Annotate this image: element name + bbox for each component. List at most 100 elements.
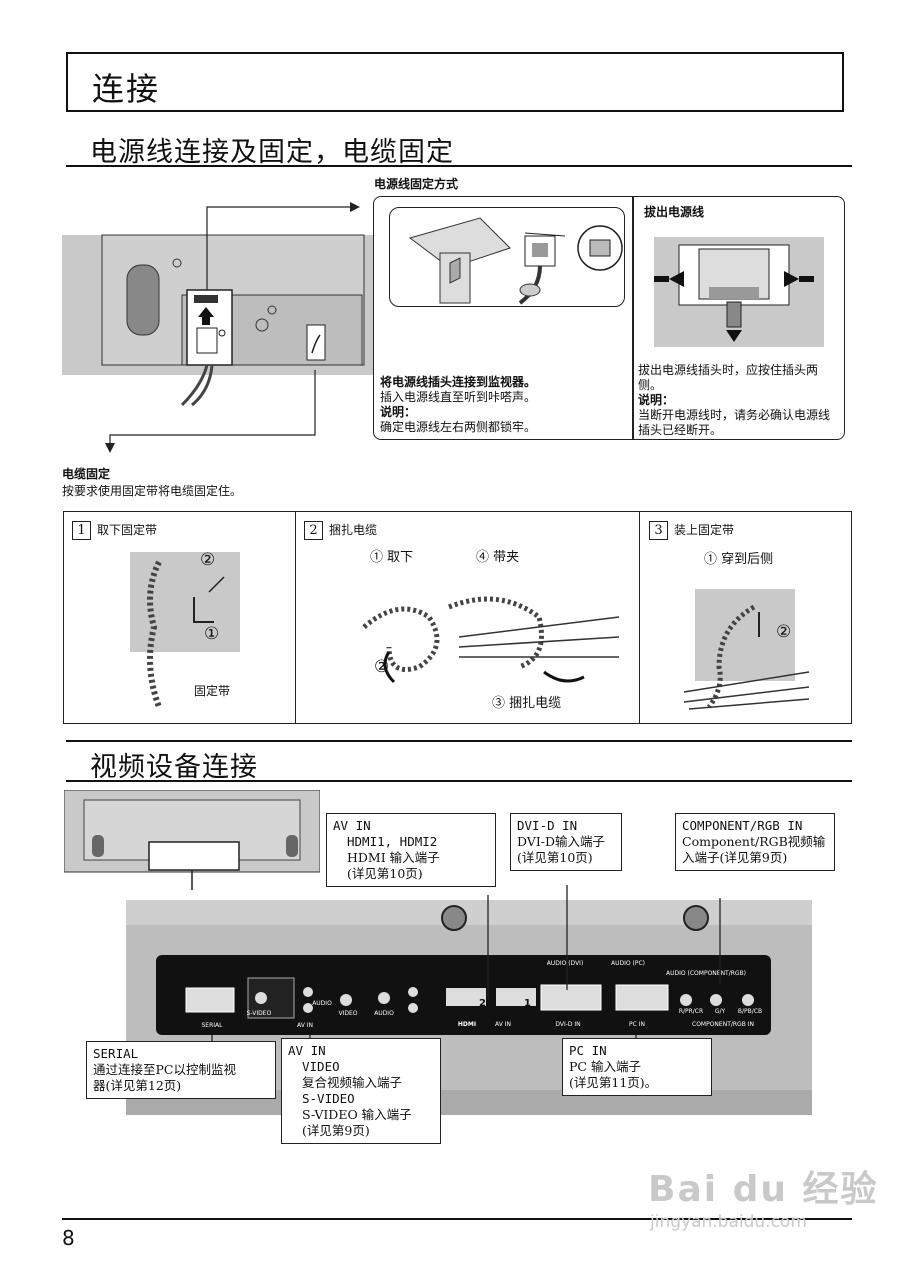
step-label: 捆扎电缆 xyxy=(329,523,378,537)
callout-line: S-VIDEO xyxy=(302,1091,355,1106)
pr-label: R/PR/CR xyxy=(678,1008,704,1015)
audio-port-label: AUDIO xyxy=(374,1010,394,1017)
pb-label: B/PB/CB xyxy=(737,1008,763,1015)
page-number: 8 xyxy=(62,1226,75,1250)
audio-component-label: AUDIO (COMPONENT/RGB) xyxy=(666,970,747,977)
callout-serial: SERIAL 通过连接至PC以控制监视 器(详见第12页) xyxy=(86,1041,276,1099)
bundle-label: ③ 捆扎电缆 xyxy=(492,696,562,711)
footer-rule xyxy=(62,1218,852,1220)
remove-label: ① 取下 xyxy=(370,550,414,565)
callout-line: DVI-D输入端子 xyxy=(517,834,606,849)
step-divider xyxy=(639,512,640,724)
unplug-text: 拔出电源线插头时，应按住插头两侧。 xyxy=(638,363,819,392)
circle-2: ② xyxy=(200,550,216,570)
step-number: 2 xyxy=(304,521,323,540)
section-title-video: 视频设备连接 xyxy=(90,752,258,783)
callout-line: HDMI 输入端子 xyxy=(347,850,440,865)
component-in-label: COMPONENT/RGB IN xyxy=(692,1021,754,1028)
callout-component: COMPONENT/RGB IN Component/RGB视频输 入端子(详见… xyxy=(675,813,835,871)
unplug-instructions: 拔出电源线插头时，应按住插头两侧。 说明： 当断开电源线时，请务必确认电源线插头… xyxy=(638,363,838,438)
step-2-header: 2 捆扎电缆 xyxy=(304,521,377,540)
callout-av-in-hdmi: AV IN HDMI1, HDMI2 HDMI 输入端子 (详见第10页) xyxy=(326,813,496,887)
callout-line: PC 输入端子 xyxy=(569,1059,641,1074)
circle-1: ① xyxy=(204,624,220,644)
clip-label: ④ 带夹 xyxy=(476,550,520,565)
callout-av-in-video: AV IN VIDEO 复合视频输入端子 S-VIDEO S-VIDEO 输入端… xyxy=(281,1038,441,1144)
step-label: 装上固定带 xyxy=(674,523,735,537)
hdmi-logo: HDMI xyxy=(457,1021,477,1028)
step-number: 1 xyxy=(72,521,91,540)
unplug-illustration xyxy=(654,237,824,347)
step-2-illustration xyxy=(362,596,620,684)
step-3-illustration xyxy=(683,589,810,710)
svideo-port-label: S-VIDEO xyxy=(246,1010,272,1017)
step-divider xyxy=(295,512,296,724)
callout-pc: PC IN PC 输入端子 (详见第11页)。 xyxy=(562,1038,712,1096)
section-rule xyxy=(66,780,852,782)
callout-line: (详见第11页)。 xyxy=(569,1075,658,1090)
connect-heading: 将电源线插头连接到监视器。 xyxy=(380,375,537,389)
plug-in-instructions: 将电源线插头连接到监视器。 插入电源线直至听到咔嗒声。 说明： 确定电源线左右两… xyxy=(380,375,630,435)
step-number: 3 xyxy=(649,521,668,540)
circle-2: ② xyxy=(374,657,390,677)
card-divider xyxy=(632,197,634,439)
band-label: 固定带 xyxy=(194,684,231,698)
hdmi-av-in-label: AV IN xyxy=(495,1021,511,1028)
callout-line: 器(详见第12页) xyxy=(93,1078,182,1093)
watermark-url: jingyan.baidu.com xyxy=(650,1212,807,1232)
watermark-logo: Bai du 经验 xyxy=(648,1169,879,1210)
section-rule xyxy=(66,165,852,167)
connect-text: 插入电源线直至听到咔嗒声。 xyxy=(380,390,537,404)
video-port-label: VIDEO xyxy=(338,1010,358,1017)
plug-in-illustration xyxy=(389,207,625,307)
cable-fix-text: 按要求使用固定带将电缆固定住。 xyxy=(62,484,243,498)
step-1-header: 1 取下固定带 xyxy=(72,521,157,540)
section-title-power: 电源线连接及固定，电缆固定 xyxy=(90,137,454,168)
dvi-in-label: DVI-D IN xyxy=(555,1021,581,1028)
callout-title: AV IN xyxy=(333,818,371,833)
callout-line: Component/RGB视频输 xyxy=(682,834,826,849)
callout-title: SERIAL xyxy=(93,1046,139,1061)
pc-in-label: PC IN xyxy=(629,1021,645,1028)
fix-method-label: 电源线固定方式 xyxy=(374,177,459,191)
note-label: 说明： xyxy=(380,405,417,419)
callout-line: (详见第10页) xyxy=(517,850,593,865)
unplug-note: 当断开电源线时，请务必确认电源线插头已经断开。 xyxy=(638,408,831,437)
callout-dvi: DVI-D IN DVI-D输入端子 (详见第10页) xyxy=(510,813,622,871)
section-rule xyxy=(66,740,852,742)
note-label: 说明： xyxy=(638,393,675,407)
callout-line: HDMI1, HDMI2 xyxy=(347,834,438,849)
callout-line: 复合视频输入端子 xyxy=(302,1075,403,1090)
hdmi1-number: 1 xyxy=(524,998,531,1009)
monitor-power-illustration xyxy=(62,202,374,453)
callout-title: PC IN xyxy=(569,1043,607,1058)
callout-title: AV IN xyxy=(288,1043,326,1058)
connect-note: 确定电源线左右两侧都锁牢。 xyxy=(380,420,537,434)
callout-line: (详见第9页) xyxy=(302,1123,370,1138)
audio-dvi-label: AUDIO (DVI) xyxy=(546,960,584,967)
through-label: ① 穿到后侧 xyxy=(704,552,774,567)
gy-label: G/Y xyxy=(714,1008,726,1015)
av-in-label: AV IN xyxy=(297,1022,313,1029)
monitor-overview xyxy=(64,790,320,890)
serial-port-label: SERIAL xyxy=(201,1022,223,1029)
callout-line: S-VIDEO 输入端子 xyxy=(302,1107,412,1122)
audio-pc-label: AUDIO (PC) xyxy=(610,960,645,967)
step-1-illustration xyxy=(130,552,240,709)
step-label: 取下固定带 xyxy=(97,523,158,537)
callout-line: 通过连接至PC以控制监视 xyxy=(93,1062,236,1077)
callout-title: DVI-D IN xyxy=(517,818,578,833)
callout-line: VIDEO xyxy=(302,1059,340,1074)
audio-port-label: AUDIO xyxy=(312,1000,332,1007)
callout-line: 入端子(详见第9页) xyxy=(682,850,788,865)
hdmi2-number: 2 xyxy=(479,998,486,1009)
callout-line: (详见第10页) xyxy=(347,866,423,881)
page-title: 连接 xyxy=(92,70,161,108)
unplug-heading: 拔出电源线 xyxy=(644,205,705,219)
cable-fix-heading: 电缆固定 xyxy=(62,467,111,481)
callout-title: COMPONENT/RGB IN xyxy=(682,818,803,833)
power-cord-card: 将电源线插头连接到监视器。 插入电源线直至听到咔嗒声。 说明： 确定电源线左右两… xyxy=(373,196,845,440)
circle-2: ② xyxy=(776,622,792,642)
